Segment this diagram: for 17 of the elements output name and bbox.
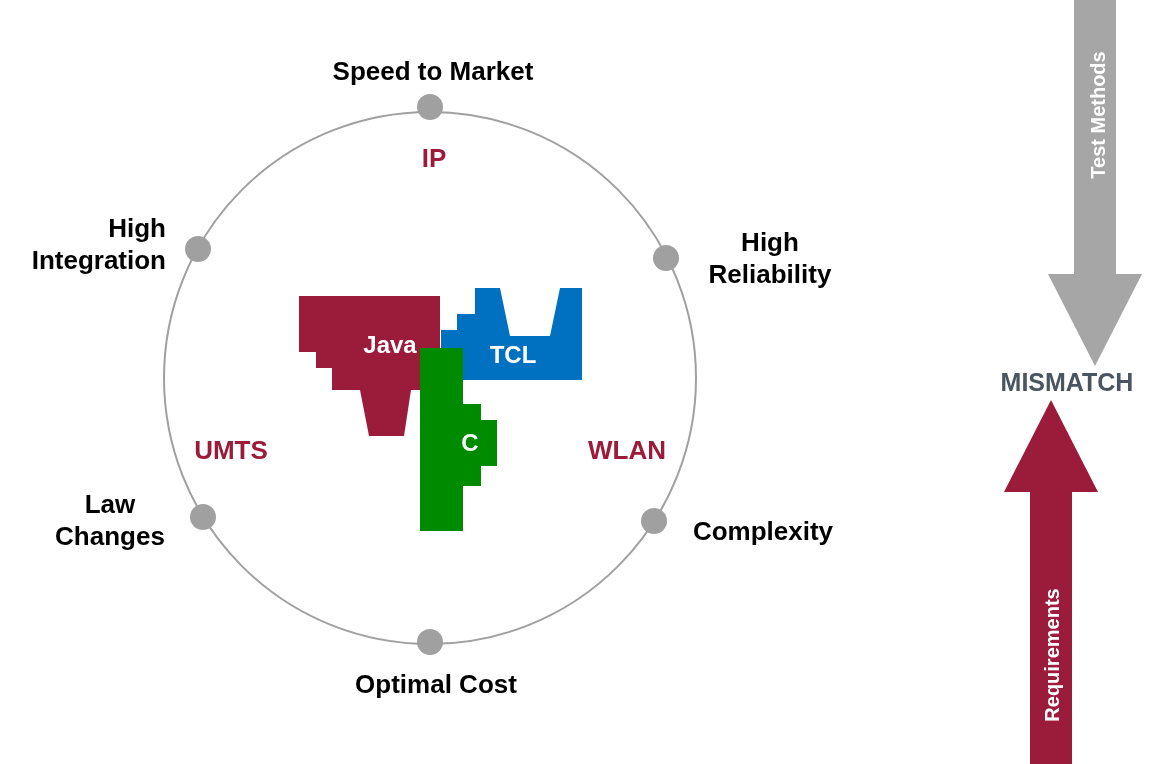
- axis-label: Speed to Market: [331, 55, 535, 87]
- edge-label: Test Methods: [1086, 51, 1110, 179]
- band-label: UMTS: [194, 434, 268, 466]
- axis-label: Law Changes: [54, 488, 166, 552]
- mismatch-text: MISMATCH: [984, 366, 1150, 398]
- block-label: Java: [363, 330, 417, 360]
- axis-label: High Integration: [30, 212, 166, 276]
- block-arrow: [1005, 400, 1097, 764]
- axis-label: High Reliability: [707, 226, 833, 290]
- band-label: WLAN: [588, 434, 666, 466]
- axis-label: Complexity: [691, 515, 835, 547]
- axis-label: Optimal Cost: [354, 668, 518, 700]
- block-arrow: [1049, 0, 1141, 366]
- block-label: C: [461, 428, 479, 458]
- block-label: TCL: [489, 340, 537, 370]
- band-label: IP: [421, 142, 447, 174]
- edge-label: Requirements: [1040, 588, 1064, 722]
